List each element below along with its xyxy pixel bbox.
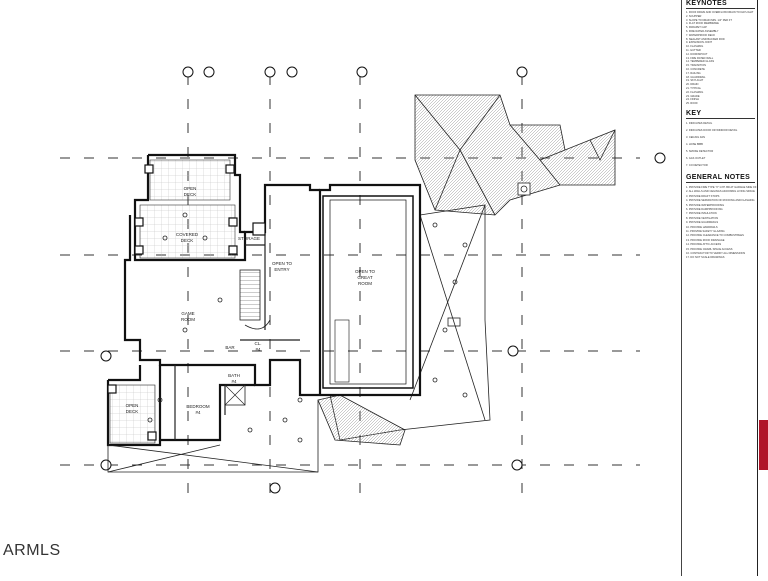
keynote-item: 4. FLAT ROOF MEMBRANE xyxy=(686,22,719,26)
key-item: 2. INDICATES DOOR OR WINDOW DETAIL xyxy=(686,129,738,132)
roof-plan xyxy=(414,94,616,216)
key-title: KEY xyxy=(686,110,702,117)
keynote-item: 17. RAILING xyxy=(686,71,701,75)
grid-bubbles xyxy=(100,66,666,494)
title-block-color-bar xyxy=(759,420,768,470)
divider xyxy=(686,8,755,9)
general-note-item: 12. PROVIDE CLEARANCE TO COMBUSTIBLES xyxy=(686,234,744,238)
room-label-bath: BATH#4 xyxy=(228,373,240,384)
keynote-item: 24. FINISH xyxy=(686,98,699,102)
general-note-item: 11. PROVIDE SAFETY GLAZING xyxy=(686,230,725,233)
general-note-item: 16. CONTRACTOR TO VERIFY ALL DIMENSIONS xyxy=(686,252,746,255)
keynote-item: 20. DRAIN xyxy=(686,83,699,87)
keynote-item: 1. ROOF DRAIN AND OVERFLOW DRAIN TO DAYL… xyxy=(686,11,754,14)
general-note-item: 5. PROVIDE WATERPROOFING xyxy=(686,203,725,207)
keynote-item: 6. FIRE RATED ASSEMBLY xyxy=(686,30,719,33)
keynote-item: 25. ROOF xyxy=(686,102,698,106)
keynote-item: 21. TYPICAL xyxy=(686,87,702,90)
key-item: 3. CEILING FAN xyxy=(686,136,706,139)
general-notes-title: GENERAL NOTES xyxy=(686,174,751,181)
keynote-item: 3. SLOPE TO DRAIN MIN. 1/4" PER FT xyxy=(686,18,732,22)
keynote-item: 13. FIRE RATED WALL xyxy=(686,56,714,60)
divider xyxy=(686,182,755,183)
general-note-item: 15. PROVIDE CRAWL SPACE ACCESS xyxy=(686,247,733,251)
keynote-item: 10. FLASHING xyxy=(686,45,704,49)
keynote-item: 23. GRADE xyxy=(686,94,700,98)
key-item: 1. INDICATES DETAIL xyxy=(686,122,713,125)
room-label-storage: STORAGE xyxy=(238,236,260,241)
general-note-item: 4. PROVIDE SEPARATION OF ROOFING AND FLA… xyxy=(686,199,755,203)
interior-walls xyxy=(174,232,300,440)
keynote-item: 8. SEALANT AND BACKER ROD xyxy=(686,37,725,41)
general-note-item: 3. PROVIDE DRAFT STOPS xyxy=(686,194,720,198)
key-item: 5. SMOKE DETECTOR xyxy=(686,150,714,153)
divider xyxy=(686,118,755,119)
keynotes-title: KEYNOTES xyxy=(686,0,727,7)
lower-patio xyxy=(107,400,319,473)
general-note-item: 10. PROVIDE HANDRAILS xyxy=(686,225,718,229)
key-item: 7. CO DETECTOR xyxy=(686,164,708,167)
room-label-closet: CL.#4 xyxy=(254,341,261,352)
keynote-item: 7. WATERPROOF DECK xyxy=(686,33,716,37)
fixtures xyxy=(147,212,468,443)
keynote-item: 9. EXPANSION JOINT xyxy=(686,41,713,45)
room-label-bar: BAR xyxy=(225,345,235,350)
covered-deck xyxy=(139,204,236,259)
open-deck-top xyxy=(149,159,231,201)
keynote-item: 15. TRANSITION xyxy=(686,64,706,68)
great-room-void xyxy=(322,195,414,389)
notes-panel: KEYNOTES 1. ROOF DRAIN AND OVERFLOW DRAI… xyxy=(681,0,758,576)
right-patio xyxy=(317,204,491,446)
general-note-item: 17. DO NOT SCALE DRAWINGS xyxy=(686,256,725,260)
key-item: 6. GAS OUTLET xyxy=(686,157,706,160)
keynote-item: 5. PARAPET CAP xyxy=(686,26,707,30)
keynote-item: 19. SKYLIGHT xyxy=(686,79,704,83)
general-note-item: 9. PROVIDE GUARDRAILS xyxy=(686,221,719,225)
watermark: ARMLS xyxy=(3,542,61,559)
general-note-item: 13. PROVIDE ROOF DRAINAGE xyxy=(686,238,725,242)
keynote-item: 14. TEMPERED GLASS xyxy=(686,60,715,64)
keynote-item: 11. GUTTER xyxy=(686,49,701,52)
general-note-item: 7. PROVIDE INSULATION xyxy=(686,212,717,216)
keynote-item: 18. GUARDRAIL xyxy=(686,75,706,79)
title-block-strip xyxy=(757,0,768,576)
keynote-item: 22. FLASHING xyxy=(686,90,704,94)
general-note-item: 8. PROVIDE VENTILATION xyxy=(686,216,719,220)
keynote-item: 2. SCUPPER xyxy=(686,14,702,18)
stair xyxy=(239,269,261,321)
keynote-item: 16. CONCRETE xyxy=(686,68,705,71)
keynote-item: 12. DOWNSPOUT xyxy=(686,52,708,56)
general-note-item: 6. PROVIDE DAMPPROOFING xyxy=(686,208,723,211)
room-label-bedroom: BEDROOM#4 xyxy=(186,404,210,415)
general-note-item: 2. ALL WALLS AND CEILINGS ADJOINING LIVI… xyxy=(686,190,755,194)
key-item: 4. HOSE BIBB xyxy=(686,143,703,146)
general-note-item: 1. PROVIDE FIRE TYPE "X" GYP. BD AT GARA… xyxy=(686,186,757,189)
columns xyxy=(107,164,266,441)
general-note-item: 14. PROVIDE ATTIC ACCESS xyxy=(686,243,722,247)
